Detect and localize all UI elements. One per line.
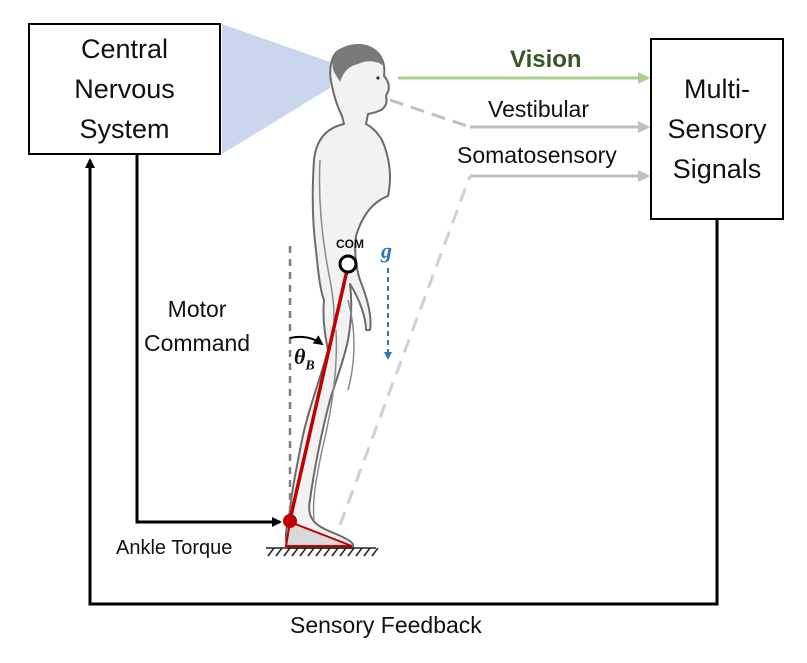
cns-line-1: Central <box>80 34 169 64</box>
sensory-feedback-label: Sensory Feedback <box>290 612 482 638</box>
eye <box>376 76 380 80</box>
motor-command-arrow <box>135 152 282 527</box>
sensory-line-1: Multi- <box>684 74 750 104</box>
body-segment <box>288 265 350 521</box>
sensory-line-3: Signals <box>672 154 762 184</box>
sensory-line-2: Sensory <box>667 114 767 144</box>
motor-line-1: Motor <box>167 296 227 322</box>
foot-segment <box>284 520 353 547</box>
ankle-joint <box>283 514 297 528</box>
motor-line-2: Command <box>144 330 251 356</box>
cns-box: Central Nervous System <box>28 23 221 155</box>
somatosensory-arrow <box>338 175 472 526</box>
hair <box>332 44 384 82</box>
com-label: COM <box>336 237 364 251</box>
theta-arc <box>289 335 324 346</box>
theta-subscript: B <box>305 358 315 374</box>
com-marker <box>338 254 358 274</box>
gravity-label: g <box>381 238 392 263</box>
theta-label: θB <box>294 344 315 374</box>
motor-command-label: Motor Command <box>144 292 250 360</box>
vestibular-label: Vestibular <box>488 96 590 122</box>
cns-line-3: System <box>79 114 170 144</box>
theta-symbol: θ <box>294 344 306 369</box>
multisensory-box: Multi- Sensory Signals <box>650 38 784 220</box>
somatosensory-label: Somatosensory <box>457 142 617 168</box>
sensory-feedback-arrow <box>85 158 719 606</box>
vision-label: Vision <box>510 46 582 73</box>
ankle-torque-label: Ankle Torque <box>116 537 233 559</box>
cns-line-2: Nervous <box>74 74 175 104</box>
view-cone <box>222 24 330 154</box>
ground <box>266 547 379 557</box>
